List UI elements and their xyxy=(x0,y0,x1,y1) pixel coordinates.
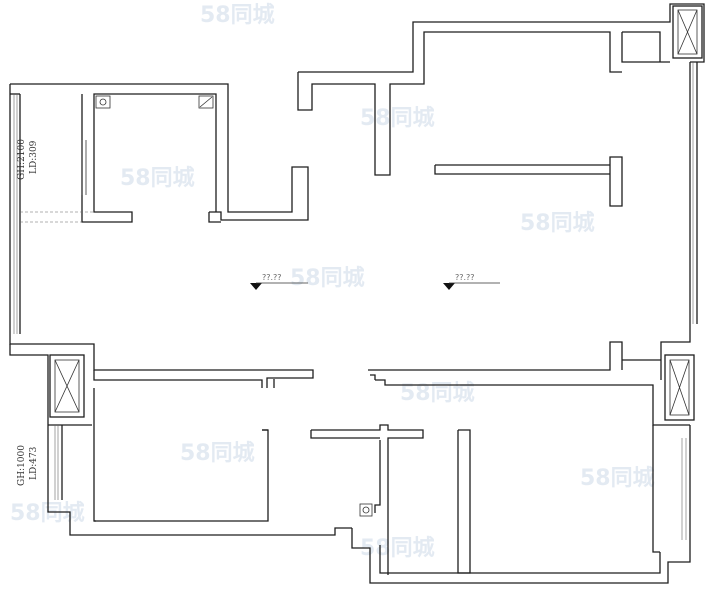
watermark: 58同城 xyxy=(200,2,275,28)
watermark: 58同城 xyxy=(580,465,655,491)
watermark: 58同城 xyxy=(400,380,475,406)
level-triangle-icon xyxy=(250,283,262,290)
watermarks: 58同城 58同城 58同城 58同城 58同城 58同城 58同城 58同城 … xyxy=(10,2,655,561)
shaft-box-top-right xyxy=(672,5,703,59)
watermark: 58同城 xyxy=(360,535,435,561)
level-label: ??.?? xyxy=(455,273,475,282)
fixtures xyxy=(81,95,373,517)
window-label-lower: GH:1000 LD:473 xyxy=(17,445,39,486)
window-gh-label: GH:2100 xyxy=(17,139,27,180)
windows xyxy=(13,62,694,540)
watermark: 58同城 xyxy=(120,165,195,191)
window-ld-label: LD:309 xyxy=(29,140,39,174)
outer-walls xyxy=(9,3,705,584)
watermark: 58同城 xyxy=(10,500,85,526)
inner-walls xyxy=(81,93,623,575)
watermark: 58同城 xyxy=(520,210,595,236)
level-marker-right: ??.?? xyxy=(443,273,500,290)
watermark: 58同城 xyxy=(180,440,255,466)
level-marker-left: ??.?? xyxy=(250,273,308,290)
window-label-upper: GH:2100 LD:309 xyxy=(17,139,39,180)
shaft-box-right xyxy=(664,354,695,421)
shaft-box-left xyxy=(49,354,85,418)
window-gh-label: GH:1000 xyxy=(17,445,27,486)
watermark: 58同城 xyxy=(290,265,365,291)
watermark: 58同城 xyxy=(360,105,435,131)
window-ld-label: LD:473 xyxy=(29,446,39,480)
level-triangle-icon xyxy=(443,283,455,290)
level-label: ??.?? xyxy=(262,273,282,282)
